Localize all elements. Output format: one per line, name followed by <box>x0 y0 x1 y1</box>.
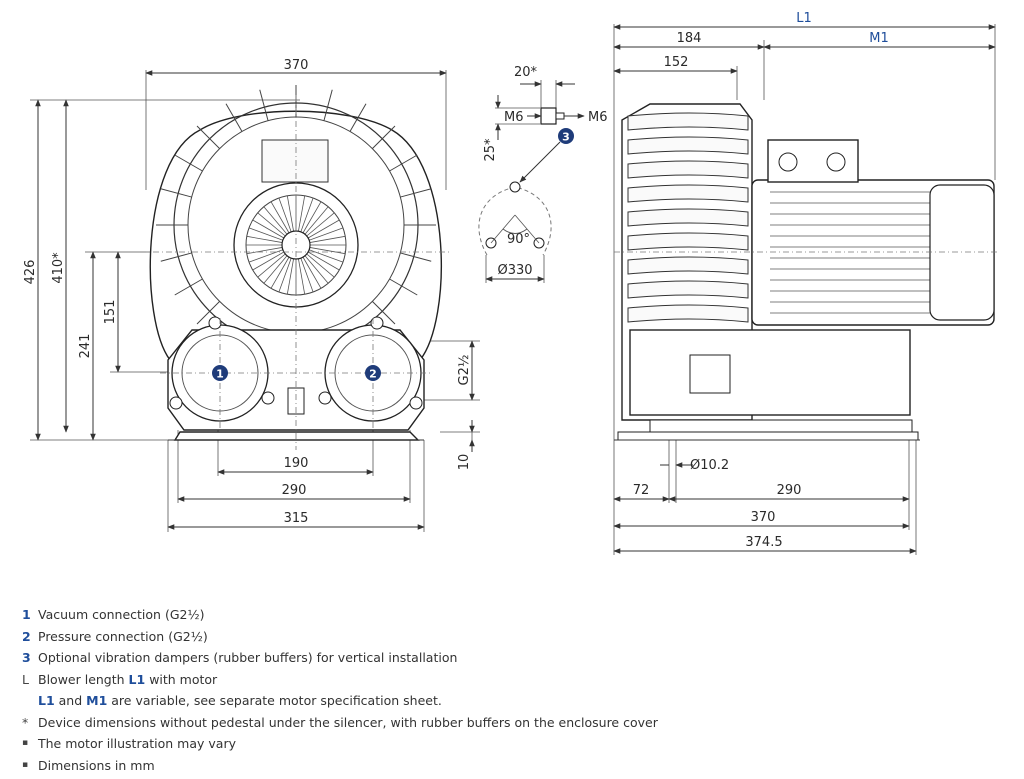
dim-overall-total: 374.5 <box>745 535 782 550</box>
dim-foot-offset: 72 <box>633 483 650 498</box>
dim-damper-diameter: Ø330 <box>497 263 532 278</box>
svg-text:1: 1 <box>216 368 224 381</box>
front-blower-housing <box>149 85 442 441</box>
thread-right: M6 <box>588 110 608 125</box>
marker-vacuum: 1 <box>212 365 228 381</box>
damper-detail: 20* 25* M6 M6 3 90° Ø330 <box>478 65 608 283</box>
dim-port-size: G2½ <box>457 355 472 386</box>
marker-damper: 3 <box>558 128 574 144</box>
dim-m1: M1 <box>869 31 889 46</box>
svg-text:3: 3 <box>562 131 570 144</box>
dim-side-foot-spacing: 290 <box>777 483 802 498</box>
technical-drawing: 370 426 410* 241 151 190 290 315 G2½ 10 <box>23 11 1000 555</box>
dim-l1: L1 <box>796 11 812 26</box>
front-view: 370 426 410* 241 151 190 290 315 G2½ 10 <box>23 58 480 532</box>
dim-damper-angle: 90° <box>507 232 530 247</box>
dim-axis-height: 241 <box>78 334 93 359</box>
legend-item-motor: ▪The motor illustration may vary <box>22 736 236 751</box>
dim-port-spacing: 190 <box>284 456 309 471</box>
svg-text:2: 2 <box>369 368 377 381</box>
dim-port-height: 151 <box>103 300 118 325</box>
dim-base-width: 315 <box>284 511 309 526</box>
dim-damper-offset: 20* <box>514 65 538 80</box>
dim-height-star: 410* <box>51 252 66 284</box>
dim-foot-height: 10 <box>457 454 472 471</box>
legend-item-units: ▪Dimensions in mm <box>22 757 155 773</box>
thread-left: M6 <box>504 110 524 125</box>
dim-damper-height: 25* <box>483 138 498 162</box>
legend-item-star: *Device dimensions without pedestal unde… <box>22 714 658 730</box>
side-view: L1 184 M1 152 Ø10.2 72 290 370 374.5 <box>613 11 1000 555</box>
dim-height-total: 426 <box>23 260 38 285</box>
dim-housing-length: 152 <box>664 55 689 70</box>
legend-item-l-note: L1 and M1 are variable, see separate mot… <box>38 693 442 708</box>
dim-width: 370 <box>284 58 309 73</box>
dim-hole: Ø10.2 <box>690 458 729 473</box>
dim-flange-length: 184 <box>677 31 702 46</box>
dim-overall: 370 <box>751 510 776 525</box>
dim-foot-spacing: 290 <box>282 483 307 498</box>
marker-pressure: 2 <box>365 365 381 381</box>
